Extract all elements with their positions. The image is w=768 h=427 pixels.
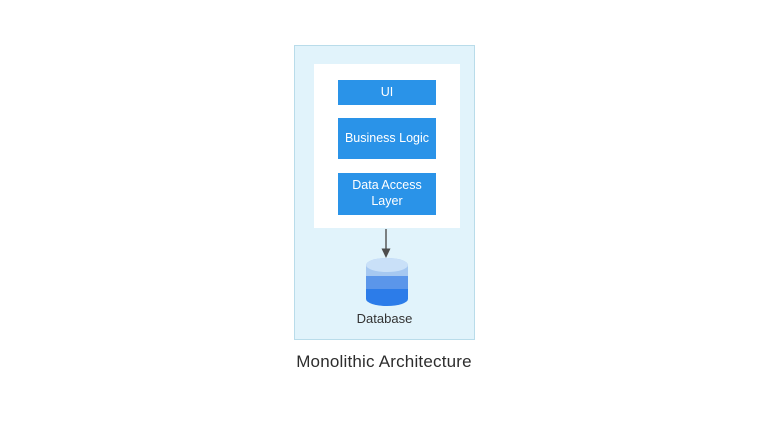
database-icon [366, 258, 408, 306]
layer-business-logic: Business Logic [338, 118, 436, 159]
layer-data-access-label: Data Access Layer [352, 178, 422, 208]
database-label: Database [356, 311, 413, 326]
layer-ui-label: UI [380, 84, 394, 99]
application-box: UI Business Logic Data Access Layer [314, 64, 460, 228]
diagram-caption: Monolithic Architecture [296, 352, 472, 371]
arrow-down-icon [381, 229, 391, 258]
layer-ui: UI [338, 80, 436, 105]
monolith-container: UI Business Logic Data Access Layer [294, 45, 475, 340]
layer-business-logic-label: Business Logic [344, 130, 430, 145]
layer-data-access: Data Access Layer [338, 173, 436, 215]
